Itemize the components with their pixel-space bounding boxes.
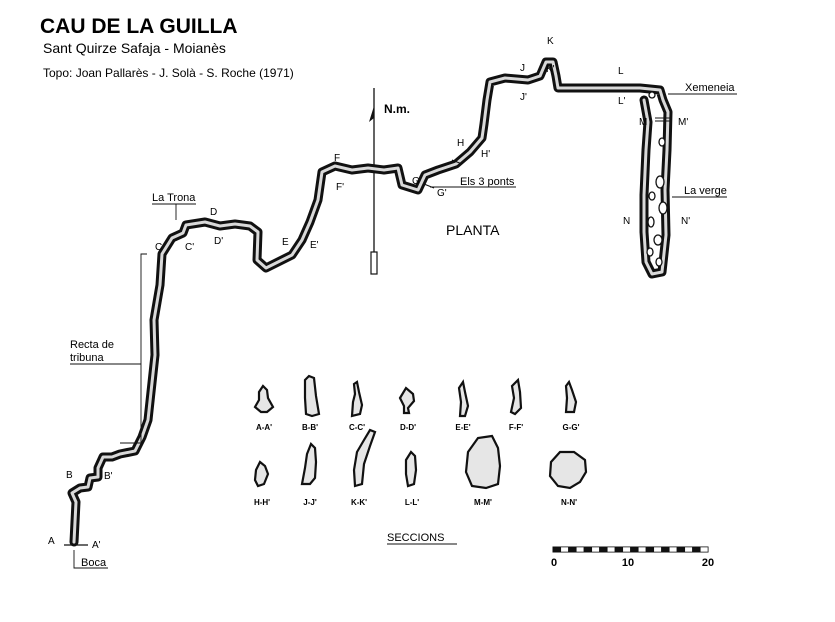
mark-f: F [334, 153, 340, 164]
section-label-c: C-C' [349, 423, 365, 432]
scale-segment [622, 546, 631, 553]
north-label: N.m. [384, 102, 410, 116]
section-label-g: G-G' [562, 423, 579, 432]
section-shape-f [509, 377, 523, 416]
scale-segment [684, 546, 693, 553]
section-label-e: E-E' [455, 423, 470, 432]
mark-c2: C' [185, 242, 194, 253]
scale-bar [552, 546, 709, 553]
section-label-f: F-F' [509, 423, 523, 432]
section-shape-h [253, 460, 270, 488]
mark-h2: H' [481, 149, 490, 160]
mark-n: N [623, 216, 630, 227]
section-label-j: J-J' [303, 498, 317, 507]
mark-h: H [457, 138, 464, 149]
section-shape-n [548, 450, 588, 490]
mark-b: B [66, 470, 73, 481]
section-shape-e [457, 379, 470, 418]
label-boca: Boca [81, 557, 107, 569]
mark-m2: M' [678, 117, 688, 128]
label-recta-line2: tribuna [70, 352, 105, 364]
mark-g: G [412, 176, 420, 187]
scale-segment [606, 546, 616, 553]
scale-segment [653, 546, 662, 553]
scale-label-0: 0 [551, 557, 557, 569]
mark-e: E [282, 237, 289, 248]
mark-k: K [547, 36, 554, 47]
mark-b2: B' [104, 471, 113, 482]
scale-segment [583, 546, 593, 553]
mark-e2: E' [310, 240, 319, 251]
section-label-d: D-D' [400, 423, 416, 432]
mark-j2: J' [520, 92, 527, 103]
section-shape-d [398, 386, 416, 415]
location-subtitle: Sant Quirze Safaja - Moianès [43, 40, 226, 56]
mark-k2: K' [546, 64, 555, 75]
scale-segment [575, 546, 585, 553]
scale-segment [630, 546, 639, 553]
section-label-m: M-M' [474, 498, 492, 507]
scale-segment [568, 546, 577, 553]
mark-a: A [48, 536, 55, 547]
label-la-trona: La Trona [152, 192, 196, 204]
cross-sections [253, 374, 588, 490]
scale-segment [676, 546, 686, 553]
label-la-verge: La verge [684, 185, 727, 197]
scale-segment [637, 546, 647, 553]
section-label-n: N-N' [561, 498, 577, 507]
mark-d: D [210, 207, 217, 218]
label-els-3-ponts: Els 3 ponts [460, 176, 515, 188]
north-arrow-icon [369, 88, 378, 275]
section-shape-g [564, 379, 578, 414]
topographers-credit: Topo: Joan Pallarès - J. Solà - S. Roche… [43, 66, 294, 80]
survey-title: CAU DE LA GUILLA [40, 15, 238, 38]
mark-c: C [155, 242, 162, 253]
mark-f2: F' [336, 182, 344, 193]
scale-label-10: 10 [622, 557, 634, 569]
recta-bracket [120, 253, 147, 444]
mark-d2: D' [214, 236, 223, 247]
scale-segment [661, 546, 670, 553]
section-label-l: L-L' [405, 498, 419, 507]
mark-a2: A' [92, 540, 101, 551]
section-shape-j [300, 442, 318, 486]
sections-title: SECCIONS [387, 532, 444, 544]
section-shape-b [303, 374, 321, 418]
section-label-h: H-H' [254, 498, 270, 507]
section-shape-k [352, 428, 377, 488]
scale-segment [668, 546, 678, 553]
section-label-k: K-K' [351, 498, 367, 507]
scale-segment [599, 546, 608, 553]
scale-label-20: 20 [702, 557, 714, 569]
section-shape-l [404, 450, 418, 488]
plan-label: PLANTA [446, 222, 500, 238]
scale-segment [591, 546, 600, 553]
mark-n2: N' [681, 216, 690, 227]
mark-l: L [618, 66, 624, 77]
cave-passage-plan [64, 57, 673, 547]
scale-segment [692, 546, 701, 553]
mark-g2: G' [437, 188, 447, 199]
scale-segment [699, 546, 709, 553]
scale-segment [614, 546, 624, 553]
label-xemeneia: Xemeneia [685, 82, 735, 94]
scale-segment [552, 546, 562, 553]
mark-j: J [520, 63, 525, 74]
mark-m: M [639, 117, 647, 128]
scale-segment [560, 546, 569, 553]
mark-l2: L' [618, 96, 626, 107]
section-label-a: A-A' [256, 423, 272, 432]
label-recta-line1: Recta de [70, 339, 114, 351]
scale-segment [645, 546, 655, 553]
section-shape-m [464, 434, 502, 490]
section-label-b: B-B' [302, 423, 318, 432]
section-shape-c [350, 380, 364, 418]
section-shape-a [253, 384, 275, 414]
